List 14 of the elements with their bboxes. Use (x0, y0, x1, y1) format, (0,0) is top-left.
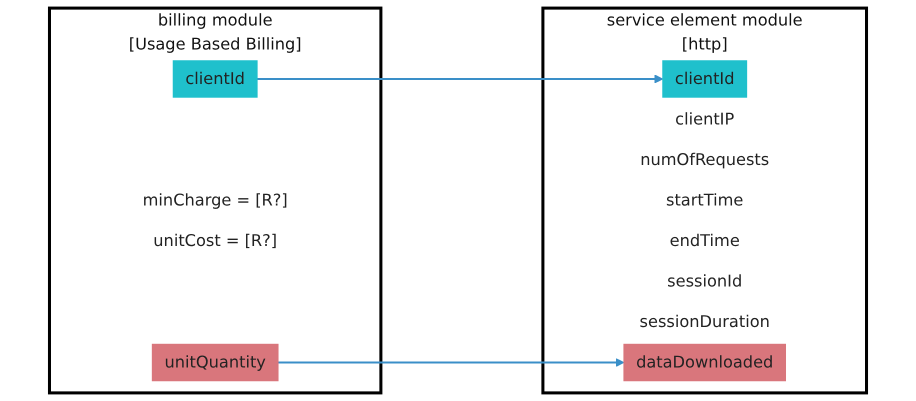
node-text: clientIP (675, 109, 734, 129)
node-box: clientId (662, 60, 748, 98)
node-text: minCharge = [R?] (142, 190, 288, 210)
arrow (278, 358, 624, 367)
node-text: startTime (666, 190, 744, 210)
node-box: unitQuantity (152, 344, 279, 382)
node-text: numOfRequests (640, 150, 770, 170)
arrow (257, 74, 664, 84)
node-text: sessionId (667, 271, 742, 291)
node-text: sessionDuration (640, 312, 770, 332)
node-text: unitCost = [R?] (153, 230, 278, 250)
node-box: dataDownloaded (623, 344, 786, 382)
node-box: clientId (172, 60, 258, 98)
node-text: endTime (670, 230, 740, 250)
